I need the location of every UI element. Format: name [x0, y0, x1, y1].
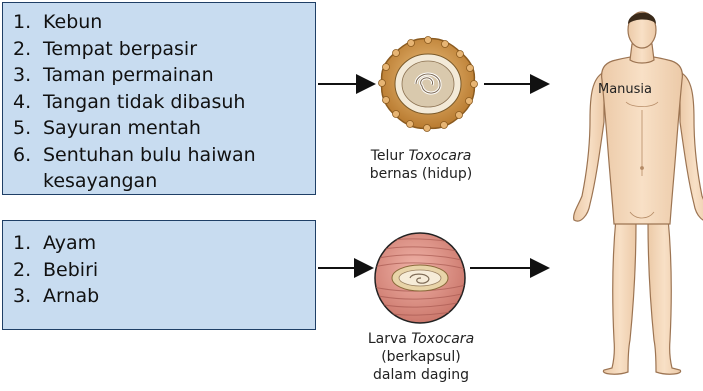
human-label: Manusia [598, 82, 652, 97]
human-figure-illustration [574, 12, 703, 374]
egg-caption: Telur Toxocara bernas (hidup) [356, 147, 486, 183]
toxocara-egg-illustration [379, 37, 478, 132]
toxocara-larva-in-muscle-illustration [370, 233, 470, 323]
larva-caption: Larva Toxocara (berkapsul) dalam daging [356, 330, 486, 384]
